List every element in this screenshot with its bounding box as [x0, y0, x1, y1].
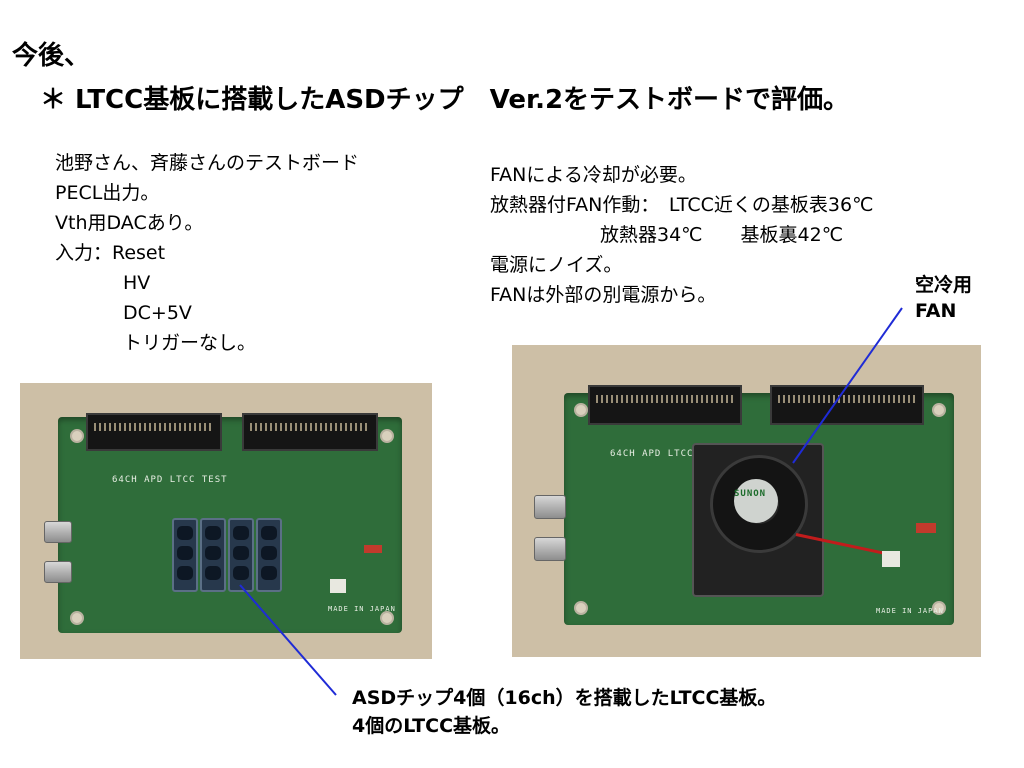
board-made-in-label: MADE IN JAPAN: [328, 605, 396, 613]
ltcc-substrate: [200, 518, 226, 592]
ltcc-substrate: [172, 518, 198, 592]
fan-callout-line: [792, 307, 903, 464]
mount-hole: [932, 403, 946, 417]
ltcc-callout-line: [239, 584, 337, 696]
component: [364, 545, 382, 553]
mount-hole: [70, 429, 84, 443]
mount-hole: [380, 611, 394, 625]
note-input-reset: 入力：Reset: [55, 242, 166, 264]
mount-hole: [574, 403, 588, 417]
right-notes: FANによる冷却が必要。 放熱器付FAN作動： LTCC近くの基板表36℃ 放熱…: [490, 160, 873, 310]
title-line-2: ＊ LTCC基板に搭載したASDチップ Ver.2をテストボードで評価。: [40, 85, 850, 115]
note-noise: 電源にノイズ。: [490, 254, 623, 276]
connector: [86, 413, 222, 451]
title-line-1: 今後、: [12, 41, 91, 71]
mount-hole: [574, 601, 588, 615]
note-external-power: FANは外部の別電源から。: [490, 284, 717, 306]
lemo-connector: [534, 495, 566, 519]
ltcc-substrate: [228, 518, 254, 592]
component: [916, 523, 936, 533]
mount-hole: [932, 601, 946, 615]
fan-callout: 空冷用 FAN: [915, 272, 972, 324]
note-input-hv: HV: [123, 272, 151, 294]
note-fan-cooling: FANによる冷却が必要。: [490, 164, 697, 186]
mount-hole: [70, 611, 84, 625]
board-made-in-label: MADE IN JAPAN: [876, 607, 944, 615]
fan-label-sticker: [734, 479, 778, 523]
component: [330, 579, 346, 593]
note-dac: Vth用DACあり。: [55, 212, 204, 234]
note-pecl: PECL出力。: [55, 182, 160, 204]
left-notes: 池野さん、斉藤さんのテストボード PECL出力。 Vth用DACあり。 入力：R…: [55, 148, 359, 358]
ltcc-substrate: [256, 518, 282, 592]
lemo-connector: [44, 561, 72, 583]
lemo-connector: [44, 521, 72, 543]
board-silkscreen-label: 64CH APD LTCC: [610, 449, 694, 459]
connector: [242, 413, 378, 451]
note-fan-temp-back: 放熱器34℃ 基板裏42℃: [600, 224, 844, 246]
lemo-connector: [534, 537, 566, 561]
note-testboard: 池野さん、斉藤さんのテストボード: [55, 152, 360, 174]
mount-hole: [380, 429, 394, 443]
board-silkscreen-label: 64CH APD LTCC TEST: [112, 475, 228, 485]
note-no-trigger: トリガーなし。: [123, 332, 257, 354]
fan-callout-line-1: 空冷用: [915, 274, 973, 296]
fan-brand-label: SUNON: [734, 489, 767, 499]
note-fan-temp-front: 放熱器付FAN作動： LTCC近くの基板表36℃: [490, 194, 874, 216]
photo-test-board: 64CH APD LTCC TEST MADE IN JAPAN: [20, 383, 432, 659]
photo-fan-board: 64CH APD LTCC MADE IN JAPAN SUNON: [512, 345, 981, 657]
connector: [588, 385, 742, 425]
component: [882, 551, 900, 567]
caption-line-1: ASDチップ4個（16ch）を搭載したLTCC基板。: [352, 687, 777, 709]
fan-callout-line-2: FAN: [915, 300, 957, 322]
caption-line-2: 4個のLTCC基板。: [352, 715, 511, 737]
bottom-caption: ASDチップ4個（16ch）を搭載したLTCC基板。 4個のLTCC基板。: [352, 684, 776, 740]
note-input-dc: DC+5V: [123, 302, 192, 324]
